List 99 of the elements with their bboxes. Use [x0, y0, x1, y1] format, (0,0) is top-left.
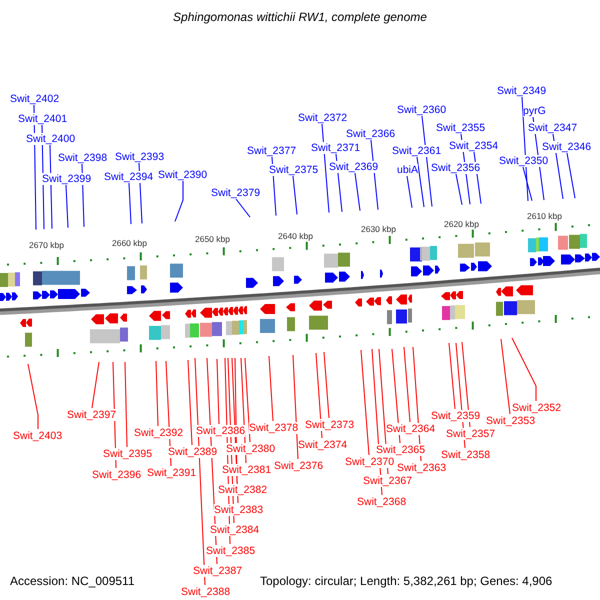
gene-label: Swit_2363: [397, 462, 446, 474]
gene-label: Swit_2354: [449, 140, 498, 152]
leader-line: [500, 338, 510, 414]
gene-label: Swit_2380: [226, 443, 276, 455]
position-label: 2630 kbp: [361, 224, 396, 234]
title: Sphingomonas wittichii RW1, complete genome: [173, 10, 427, 24]
gene-label: Swit_2395: [103, 448, 152, 460]
position-label: 2620 kbp: [444, 219, 479, 229]
gene-label: Swit_2368: [357, 496, 406, 508]
gene-label: Swit_2374: [298, 439, 348, 451]
leader-line: [522, 96, 528, 202]
gene-label: Swit_2359: [431, 410, 480, 422]
gene-label: Swit_2375: [269, 164, 318, 176]
leader-line: [522, 166, 532, 202]
leader-line: [128, 182, 132, 225]
position-label: 2660 kbp: [112, 238, 147, 248]
gene-label: Swit_2398: [58, 152, 108, 164]
leader-line: [244, 358, 250, 442]
gene-label: Swit_2377: [247, 145, 296, 157]
leader-line: [422, 116, 432, 208]
leader-line: [406, 176, 412, 208]
gene-label: Swit_2355: [436, 122, 486, 134]
leader-line: [322, 124, 330, 214]
leader-line: [28, 364, 38, 430]
leader-line: [360, 350, 370, 456]
leader-line: [92, 362, 100, 408]
gene-label: Swit_2372: [298, 112, 348, 124]
gene-label: Swit_2381: [222, 464, 272, 476]
gene-label: Swit_2369: [329, 161, 378, 173]
leader-line: [174, 180, 184, 222]
gene-label: pyrG: [523, 105, 546, 117]
leader-line: [316, 352, 322, 438]
leader-line: [392, 348, 400, 444]
footer-text: Topology: circular; Length: 5,382,261 bp; Genes: 4,906: [260, 574, 552, 588]
leader-line: [188, 360, 192, 446]
gene-label: Swit_2370: [345, 456, 394, 468]
leader-line: [354, 172, 360, 212]
position-label: 2650 kbp: [195, 234, 230, 244]
gene-label: Swit_2356: [431, 162, 480, 174]
leader-line: [236, 198, 250, 218]
leader-line: [124, 362, 128, 448]
gene-label: Swit_2387: [193, 565, 242, 577]
gene-label: Swit_2392: [134, 427, 184, 439]
position-label: 2670 kbp: [29, 240, 64, 250]
gene-label: ubiA: [397, 164, 418, 176]
gene-label: Swit_2353: [486, 415, 536, 427]
gene-label: Swit_2349: [497, 85, 546, 97]
leader-line: [292, 176, 298, 215]
gene-label: Swit_2391: [147, 467, 196, 479]
gene-label: Swit_2388: [181, 586, 230, 598]
gene-label: Swit_2385: [206, 545, 256, 557]
gene-label: Swit_2399: [42, 173, 92, 185]
gene-label: Swit_2400: [26, 133, 76, 145]
leader-line: [512, 338, 536, 402]
gene-label: Swit_2379: [211, 187, 260, 199]
gene-label: Swit_2357: [446, 428, 496, 440]
gene-label: Swit_2396: [92, 469, 142, 481]
gene-label: Swit_2376: [274, 460, 324, 472]
gene-label: Swit_2384: [210, 524, 260, 536]
gene-label: Swit_2352: [512, 402, 562, 414]
footer-text: Accession: NC_009511: [10, 574, 135, 588]
gene-label: Swit_2360: [397, 104, 446, 116]
gene-label: Swit_2361: [392, 145, 442, 157]
position-label: 2640 kbp: [278, 231, 313, 241]
gene-label: Swit_2403: [13, 430, 62, 442]
gene-label: Swit_2346: [542, 141, 592, 153]
leader-line: [404, 346, 410, 422]
gene-label: Swit_2367: [363, 475, 412, 487]
gene-label: Swit_2383: [214, 504, 264, 516]
gene-label: Swit_2401: [18, 113, 68, 125]
gene-label: Swit_2386: [196, 425, 246, 437]
gene-label: Swit_2389: [168, 446, 218, 458]
leader-line: [292, 354, 298, 460]
gene-label: Swit_2397: [67, 409, 116, 421]
gene-label: Swit_2366: [346, 128, 396, 140]
gene-label: Swit_2378: [249, 422, 298, 434]
gene-label: Swit_2358: [441, 449, 490, 461]
leader-line: [416, 156, 424, 208]
leader-line: [216, 358, 220, 424]
gene-label: Swit_2402: [10, 93, 60, 105]
gene-label: Swit_2350: [499, 155, 548, 167]
gene-label: Swit_2393: [115, 151, 164, 163]
gene-label: Swit_2347: [528, 122, 578, 134]
leader-line: [462, 342, 470, 428]
gene-label: Swit_2394: [104, 171, 154, 183]
leader-line: [66, 184, 68, 228]
gene-label: Swit_2382: [218, 484, 268, 496]
leader-line: [156, 360, 158, 426]
leader-line: [566, 152, 576, 199]
leader-line: [456, 174, 462, 206]
gene-label: Swit_2371: [311, 142, 360, 154]
gene-label: Swit_2373: [305, 419, 354, 431]
leader-line: [448, 342, 456, 410]
leader-line: [324, 352, 330, 418]
gene-label: Swit_2390: [158, 169, 208, 181]
position-label: 2610 kbp: [527, 211, 562, 221]
gene-label: Swit_2365: [376, 444, 426, 456]
gene-label: Swit_2364: [386, 423, 436, 435]
leader-line: [268, 356, 274, 422]
